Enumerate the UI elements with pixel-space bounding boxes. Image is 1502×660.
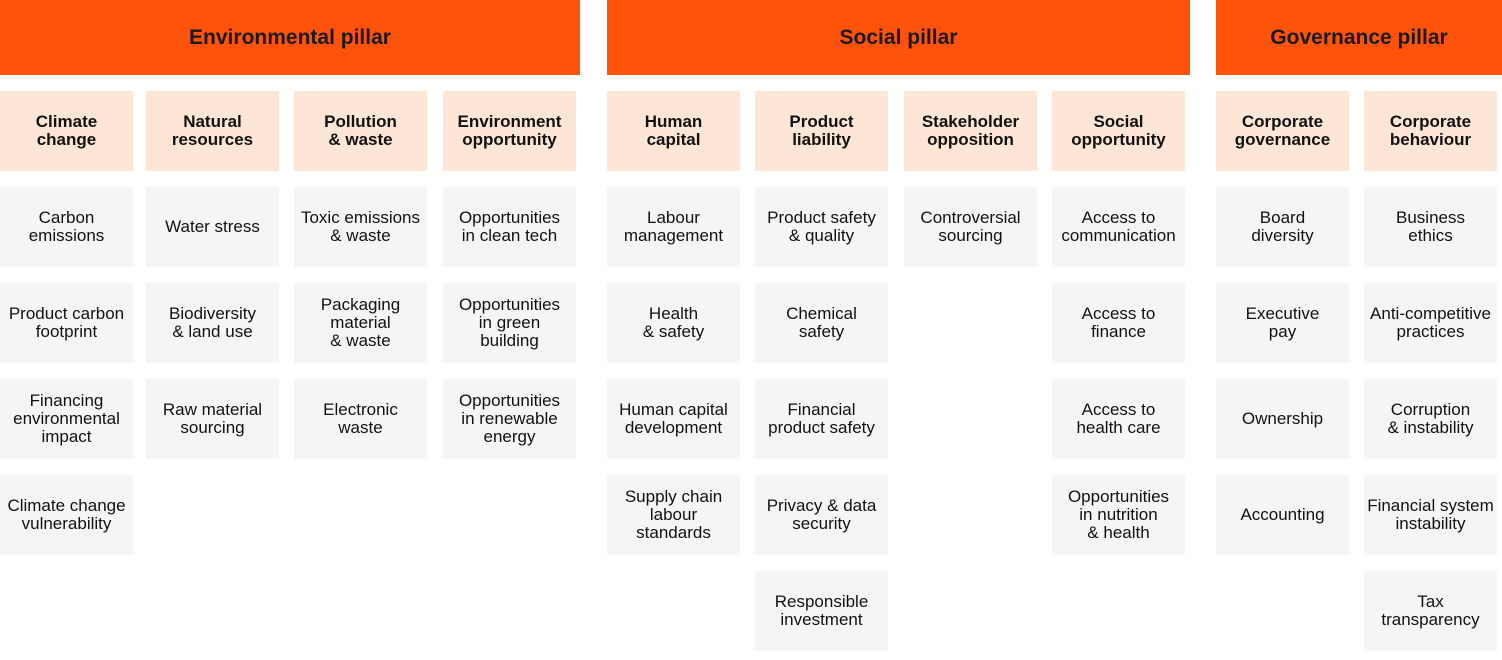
issue-box: Access to finance	[1052, 283, 1185, 363]
issue-label: Responsible investment	[774, 592, 869, 629]
theme-title: Stakeholder opposition	[921, 112, 1020, 149]
issue-label: Financial product safety	[768, 400, 875, 437]
issue-label: Supply chain labour standards	[624, 487, 723, 542]
issue-box: Anti-competitive practices	[1364, 283, 1497, 363]
issue-label: Executive pay	[1245, 304, 1320, 341]
issue-box: Opportunities in renewable energy	[443, 379, 576, 459]
theme-header: Social opportunity	[1052, 91, 1185, 171]
issue-box: Financing environmental impact	[0, 379, 133, 459]
issue-label: Labour management	[623, 208, 724, 245]
issue-label: Financial system instability	[1367, 496, 1494, 533]
issue-box: Electronic waste	[294, 379, 427, 459]
issue-box: Access to communication	[1052, 187, 1185, 267]
issue-box: Chemical safety	[755, 283, 888, 363]
issue-box: Packaging material & waste	[294, 283, 427, 363]
issue-label: Financing environmental impact	[13, 391, 120, 446]
issue-box: Labour management	[607, 187, 740, 267]
issue-label: Access to communication	[1061, 208, 1176, 245]
issue-box: Executive pay	[1216, 283, 1349, 363]
theme-title: Pollution & waste	[324, 112, 397, 149]
issue-box: Product safety & quality	[755, 187, 888, 267]
issue-box: Controversial sourcing	[904, 187, 1037, 267]
theme-title: Social opportunity	[1071, 112, 1166, 149]
theme-header: Stakeholder opposition	[904, 91, 1037, 171]
pillar-title: Social pillar	[839, 25, 958, 49]
issue-box: Accounting	[1216, 475, 1349, 555]
issue-box: Financial product safety	[755, 379, 888, 459]
issue-label: Accounting	[1240, 505, 1325, 524]
issue-box: Water stress	[146, 187, 279, 267]
issue-label: Electronic waste	[323, 400, 398, 437]
issue-label: Opportunities in renewable energy	[458, 391, 561, 446]
issue-box: Tax transparency	[1364, 571, 1497, 651]
issue-label: Product safety & quality	[767, 208, 876, 245]
issue-label: Opportunities in green building	[458, 295, 561, 350]
issue-box: Corruption & instability	[1364, 379, 1497, 459]
issue-label: Access to finance	[1081, 304, 1156, 341]
issue-label: Opportunities in nutrition & health	[1067, 487, 1170, 542]
pillar-header-governance: Governance pillar	[1216, 0, 1502, 75]
issue-box: Privacy & data security	[755, 475, 888, 555]
issue-label: Board diversity	[1251, 208, 1314, 245]
issue-box: Climate change vulnerability	[0, 475, 133, 555]
issue-label: Human capital development	[619, 400, 728, 437]
theme-title: Corporate governance	[1234, 112, 1331, 149]
pillar-header-environmental: Environmental pillar	[0, 0, 580, 75]
issue-box: Opportunities in nutrition & health	[1052, 475, 1185, 555]
issue-label: Chemical safety	[786, 304, 857, 341]
issue-box: Business ethics	[1364, 187, 1497, 267]
theme-header: Human capital	[607, 91, 740, 171]
issue-label: Business ethics	[1396, 208, 1465, 245]
theme-title: Product liability	[789, 112, 854, 149]
issue-box: Raw material sourcing	[146, 379, 279, 459]
issue-box: Opportunities in green building	[443, 283, 576, 363]
issue-box: Financial system instability	[1364, 475, 1497, 555]
issue-box: Toxic emissions & waste	[294, 187, 427, 267]
theme-header: Product liability	[755, 91, 888, 171]
issue-label: Product carbon footprint	[8, 304, 125, 341]
issue-box: Carbon emissions	[0, 187, 133, 267]
issue-box: Human capital development	[607, 379, 740, 459]
issue-label: Carbon emissions	[28, 208, 105, 245]
issue-label: Health & safety	[642, 304, 705, 341]
issue-box: Access to health care	[1052, 379, 1185, 459]
issue-box: Supply chain labour standards	[607, 475, 740, 555]
theme-title: Human capital	[644, 112, 703, 149]
theme-title: Corporate behaviour	[1389, 112, 1472, 149]
issue-label: Privacy & data security	[766, 496, 877, 533]
issue-label: Climate change vulnerability	[7, 496, 126, 533]
issue-box: Responsible investment	[755, 571, 888, 651]
theme-header: Pollution & waste	[294, 91, 427, 171]
issue-label: Packaging material & waste	[320, 295, 401, 350]
theme-header: Natural resources	[146, 91, 279, 171]
theme-title: Environment opportunity	[457, 112, 562, 149]
theme-header: Climate change	[0, 91, 133, 171]
pillar-header-social: Social pillar	[607, 0, 1190, 75]
issue-label: Ownership	[1241, 409, 1324, 428]
issue-label: Toxic emissions & waste	[300, 208, 421, 245]
issue-label: Controversial sourcing	[920, 208, 1021, 245]
theme-header: Corporate behaviour	[1364, 91, 1497, 171]
theme-header: Environment opportunity	[443, 91, 576, 171]
theme-title: Natural resources	[171, 112, 254, 149]
pillar-title: Governance pillar	[1270, 25, 1448, 49]
issue-label: Water stress	[165, 217, 260, 236]
issue-box: Ownership	[1216, 379, 1349, 459]
issue-box: Health & safety	[607, 283, 740, 363]
issue-label: Access to health care	[1076, 400, 1161, 437]
theme-title: Climate change	[35, 112, 98, 149]
issue-label: Anti-competitive practices	[1370, 304, 1491, 341]
issue-box: Opportunities in clean tech	[443, 187, 576, 267]
issue-label: Raw material sourcing	[162, 400, 263, 437]
issue-box: Product carbon footprint	[0, 283, 133, 363]
issue-label: Opportunities in clean tech	[458, 208, 561, 245]
theme-header: Corporate governance	[1216, 91, 1349, 171]
issue-label: Tax transparency	[1381, 592, 1480, 629]
issue-label: Corruption & instability	[1387, 400, 1474, 437]
pillar-title: Environmental pillar	[189, 25, 391, 49]
issue-label: Biodiversity & land use	[169, 304, 256, 341]
issue-box: Biodiversity & land use	[146, 283, 279, 363]
issue-box: Board diversity	[1216, 187, 1349, 267]
